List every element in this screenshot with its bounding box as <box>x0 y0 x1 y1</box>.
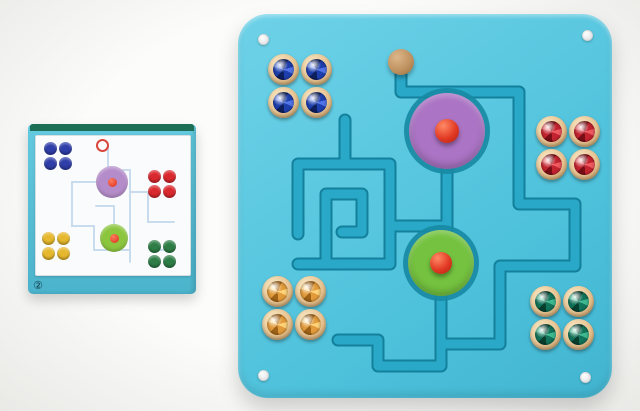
card-dot-red <box>148 185 161 198</box>
card-dot-cluster-red <box>148 170 176 198</box>
blue-gem <box>273 92 294 113</box>
amber-gem <box>300 281 321 302</box>
card-purple-target <box>96 166 128 198</box>
screw-bottom-left <box>258 370 269 381</box>
purple-target-disc <box>409 93 485 169</box>
wooden-disc-green <box>530 319 561 350</box>
card-dot-cluster-yellow <box>42 232 70 260</box>
green-gem <box>535 291 556 312</box>
card-number-label: ② <box>33 279 43 292</box>
wooden-disc-red <box>536 116 567 147</box>
red-gem <box>541 154 562 175</box>
wooden-disc-red <box>536 149 567 180</box>
blue-gem <box>306 59 327 80</box>
green-gem <box>535 324 556 345</box>
wooden-disc-green <box>563 319 594 350</box>
card-knob-red <box>107 177 117 187</box>
card-dot-cluster-green <box>148 240 176 268</box>
screw-top-left <box>258 34 269 45</box>
card-knob-red <box>109 233 119 243</box>
maze-groove-channel <box>293 59 580 371</box>
card-dot-blue <box>44 142 57 155</box>
card-dot-blue <box>44 157 57 170</box>
gem-cluster-blue <box>268 54 332 118</box>
wooden-disc-red <box>569 149 600 180</box>
wooden-disc-amber <box>295 276 326 307</box>
card-box-top-edge <box>30 124 194 131</box>
amber-gem <box>267 281 288 302</box>
card-dot-blue <box>59 142 72 155</box>
green-gem <box>568 324 589 345</box>
red-gem <box>541 121 562 142</box>
wooden-disc-blue <box>301 54 332 85</box>
blue-gem <box>273 59 294 80</box>
card-dot-blue <box>59 157 72 170</box>
amber-gem <box>300 314 321 335</box>
card-dot-yellow <box>57 247 70 260</box>
amber-gem <box>267 314 288 335</box>
wooden-disc-blue <box>268 54 299 85</box>
card-dot-green <box>148 255 161 268</box>
card-dot-yellow <box>42 247 55 260</box>
green-target-disc <box>408 230 474 296</box>
card-dot-red <box>163 185 176 198</box>
wooden-disc-amber <box>262 276 293 307</box>
card-dot-red <box>148 170 161 183</box>
wooden-disc-green <box>563 286 594 317</box>
wooden-disc-red <box>569 116 600 147</box>
wooden-disc-amber <box>262 309 293 340</box>
maze-board <box>238 14 612 398</box>
screw-top-right <box>582 30 593 41</box>
wooden-disc-blue <box>301 87 332 118</box>
card-dot-cluster-blue <box>44 142 72 170</box>
card-dot-green <box>148 240 161 253</box>
blue-gem <box>306 92 327 113</box>
card-dot-red <box>163 170 176 183</box>
red-knob <box>430 252 452 274</box>
challenge-card-box: ② <box>28 124 196 294</box>
gem-cluster-red <box>536 116 600 180</box>
wooden-disc-green <box>530 286 561 317</box>
gem-cluster-green <box>530 286 594 350</box>
card-dot-yellow <box>42 232 55 245</box>
card-dot-green <box>163 255 176 268</box>
red-knob <box>435 119 459 143</box>
card-dot-green <box>163 240 176 253</box>
brand-logo-stamp <box>96 139 109 152</box>
card-green-target <box>100 224 128 252</box>
red-gem <box>574 121 595 142</box>
challenge-card <box>35 135 191 276</box>
red-gem <box>574 154 595 175</box>
maze-grooves <box>291 57 582 373</box>
wooden-ball <box>388 49 414 75</box>
wooden-disc-blue <box>268 87 299 118</box>
green-gem <box>568 291 589 312</box>
card-dot-yellow <box>57 232 70 245</box>
wooden-disc-amber <box>295 309 326 340</box>
screw-bottom-right <box>580 372 591 383</box>
gem-cluster-amber <box>262 276 326 340</box>
